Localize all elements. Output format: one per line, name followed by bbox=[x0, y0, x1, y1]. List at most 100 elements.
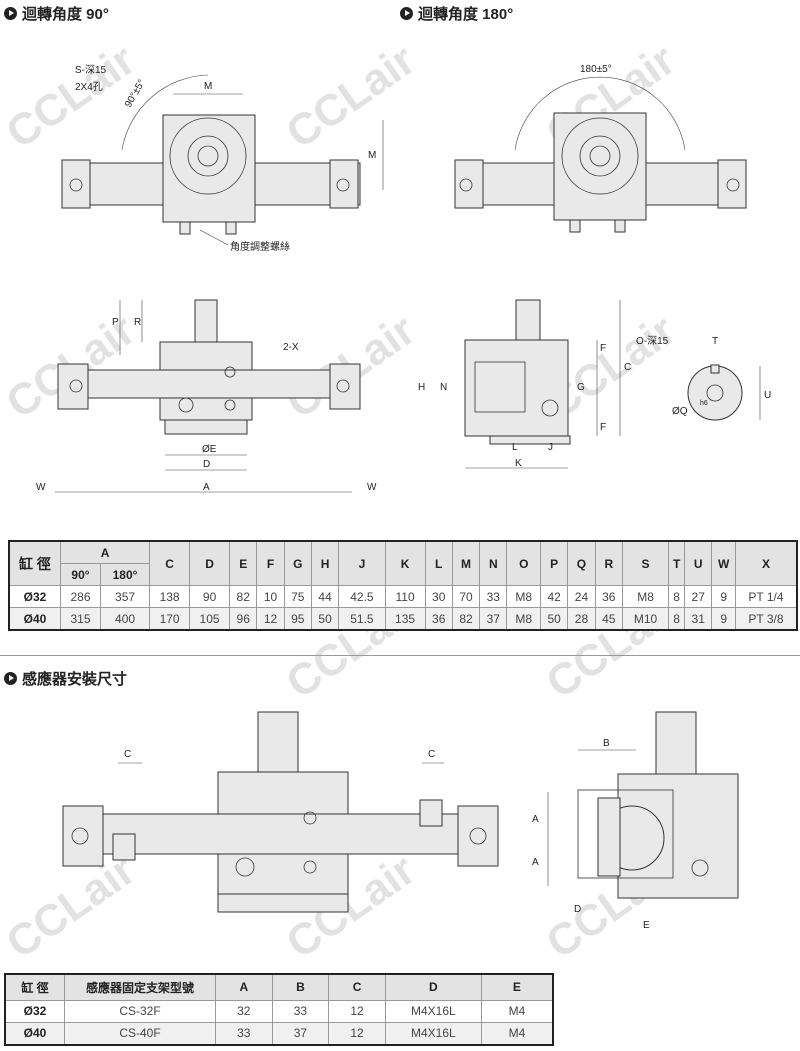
table-cell: 32 bbox=[215, 999, 273, 1023]
table-header: E bbox=[480, 973, 554, 1001]
drawing-label: G bbox=[577, 382, 585, 393]
drawing-label: M bbox=[368, 150, 376, 161]
drawing-label: J bbox=[548, 442, 553, 453]
drawing-label: S-深15 bbox=[75, 64, 107, 76]
table-cell: 105 bbox=[189, 607, 231, 631]
table-cell: 138 bbox=[149, 585, 191, 608]
table-cell: 170 bbox=[149, 607, 191, 631]
table-cell: 24 bbox=[567, 585, 596, 608]
table-header: D bbox=[189, 540, 231, 586]
drawing-label: 2X4孔 bbox=[75, 81, 103, 93]
drawing-label: T bbox=[712, 336, 718, 347]
table-cell: PT 3/8 bbox=[735, 607, 798, 631]
table-cell: 42.5 bbox=[338, 585, 386, 608]
table-cell: 36 bbox=[424, 607, 453, 631]
drawing-label: D bbox=[574, 904, 581, 915]
table-header: M bbox=[451, 540, 481, 586]
table-header: J bbox=[338, 540, 386, 586]
heading-text: 迴轉角度 90° bbox=[22, 6, 109, 23]
table-cell: 286 bbox=[60, 585, 101, 608]
table-header: 缸 徑 bbox=[4, 973, 65, 1001]
drawing-label: B bbox=[603, 738, 610, 749]
header-a: A bbox=[59, 540, 151, 564]
table-cell: PT 1/4 bbox=[735, 585, 798, 608]
table-header: 感應器固定支架型號 bbox=[64, 973, 216, 1001]
table-header: C bbox=[328, 973, 386, 1001]
table-cell: 37 bbox=[271, 1021, 330, 1045]
table-header: E bbox=[229, 540, 258, 586]
drawing-label: ØE bbox=[202, 444, 217, 455]
table-header: B bbox=[271, 973, 330, 1001]
drawing-label: W bbox=[367, 482, 377, 493]
table-header: A bbox=[215, 973, 273, 1001]
table-cell: 37 bbox=[479, 607, 508, 631]
table-cell: 95 bbox=[283, 607, 312, 631]
table-header: H bbox=[310, 540, 340, 586]
drawing-label: H bbox=[418, 382, 425, 393]
table-header: W bbox=[711, 540, 736, 586]
table-header: S bbox=[621, 540, 670, 586]
table-cell: 50 bbox=[310, 607, 340, 631]
table-cell: M4 bbox=[480, 1021, 554, 1045]
play-bullet-icon bbox=[4, 7, 17, 20]
table-cell: 12 bbox=[328, 1021, 386, 1045]
table-cell: 33 bbox=[271, 999, 330, 1023]
drawing-label: ØQ bbox=[672, 406, 688, 417]
drawing-label: L bbox=[512, 442, 518, 453]
table-cell: 110 bbox=[384, 585, 426, 608]
table-cell: 31 bbox=[684, 607, 713, 631]
table-cell: 82 bbox=[451, 607, 481, 631]
table-cell: Ø32 bbox=[4, 999, 65, 1023]
table-header: O bbox=[506, 540, 542, 586]
table-cell: 8 bbox=[668, 585, 686, 608]
table-header: F bbox=[256, 540, 285, 586]
drawing-label: K bbox=[515, 458, 522, 469]
table-header: K bbox=[384, 540, 426, 586]
table-cell: M4 bbox=[480, 999, 554, 1023]
table-header: T bbox=[668, 540, 686, 586]
drawing-label: C bbox=[624, 362, 631, 373]
table-cell: M10 bbox=[621, 607, 670, 631]
table-cell: 12 bbox=[328, 999, 386, 1023]
technical-drawings: CCLair CCLair CCLair CCLair CCLair CCLai… bbox=[0, 35, 771, 960]
table-cell: 96 bbox=[229, 607, 258, 631]
table-cell: 70 bbox=[451, 585, 481, 608]
table-cell: 44 bbox=[310, 585, 340, 608]
table-cell: 9 bbox=[711, 585, 736, 608]
table-cell: CS-40F bbox=[64, 1021, 216, 1045]
drawing-label: N bbox=[440, 382, 447, 393]
table-header: N bbox=[479, 540, 508, 586]
table-cell: 33 bbox=[479, 585, 508, 608]
drawing-label: E bbox=[643, 920, 650, 931]
table-header: R bbox=[594, 540, 623, 586]
table-cell: 51.5 bbox=[338, 607, 386, 631]
table-cell: 12 bbox=[256, 607, 285, 631]
heading-text: 迴轉角度 180° bbox=[418, 6, 514, 23]
drawing-label: M bbox=[204, 81, 212, 92]
table-header: 180° bbox=[99, 563, 151, 586]
table-cell: 90 bbox=[189, 585, 231, 608]
table-header: G bbox=[283, 540, 312, 586]
table-cell: 315 bbox=[60, 607, 101, 631]
table-cell: 9 bbox=[711, 607, 736, 631]
table-header: 90° bbox=[60, 563, 101, 586]
drawing-label: U bbox=[764, 390, 771, 401]
drawing-label: A bbox=[532, 814, 539, 825]
table-cell: 30 bbox=[424, 585, 453, 608]
table-header: Q bbox=[567, 540, 596, 586]
table-cell: 28 bbox=[567, 607, 596, 631]
table-cell: 82 bbox=[229, 585, 258, 608]
table-cell: M8 bbox=[621, 585, 670, 608]
table-cell: Ø32 bbox=[8, 585, 61, 608]
watermark: CCLair bbox=[0, 35, 144, 158]
table-header: C bbox=[149, 540, 191, 586]
table-cell: 400 bbox=[99, 607, 151, 631]
